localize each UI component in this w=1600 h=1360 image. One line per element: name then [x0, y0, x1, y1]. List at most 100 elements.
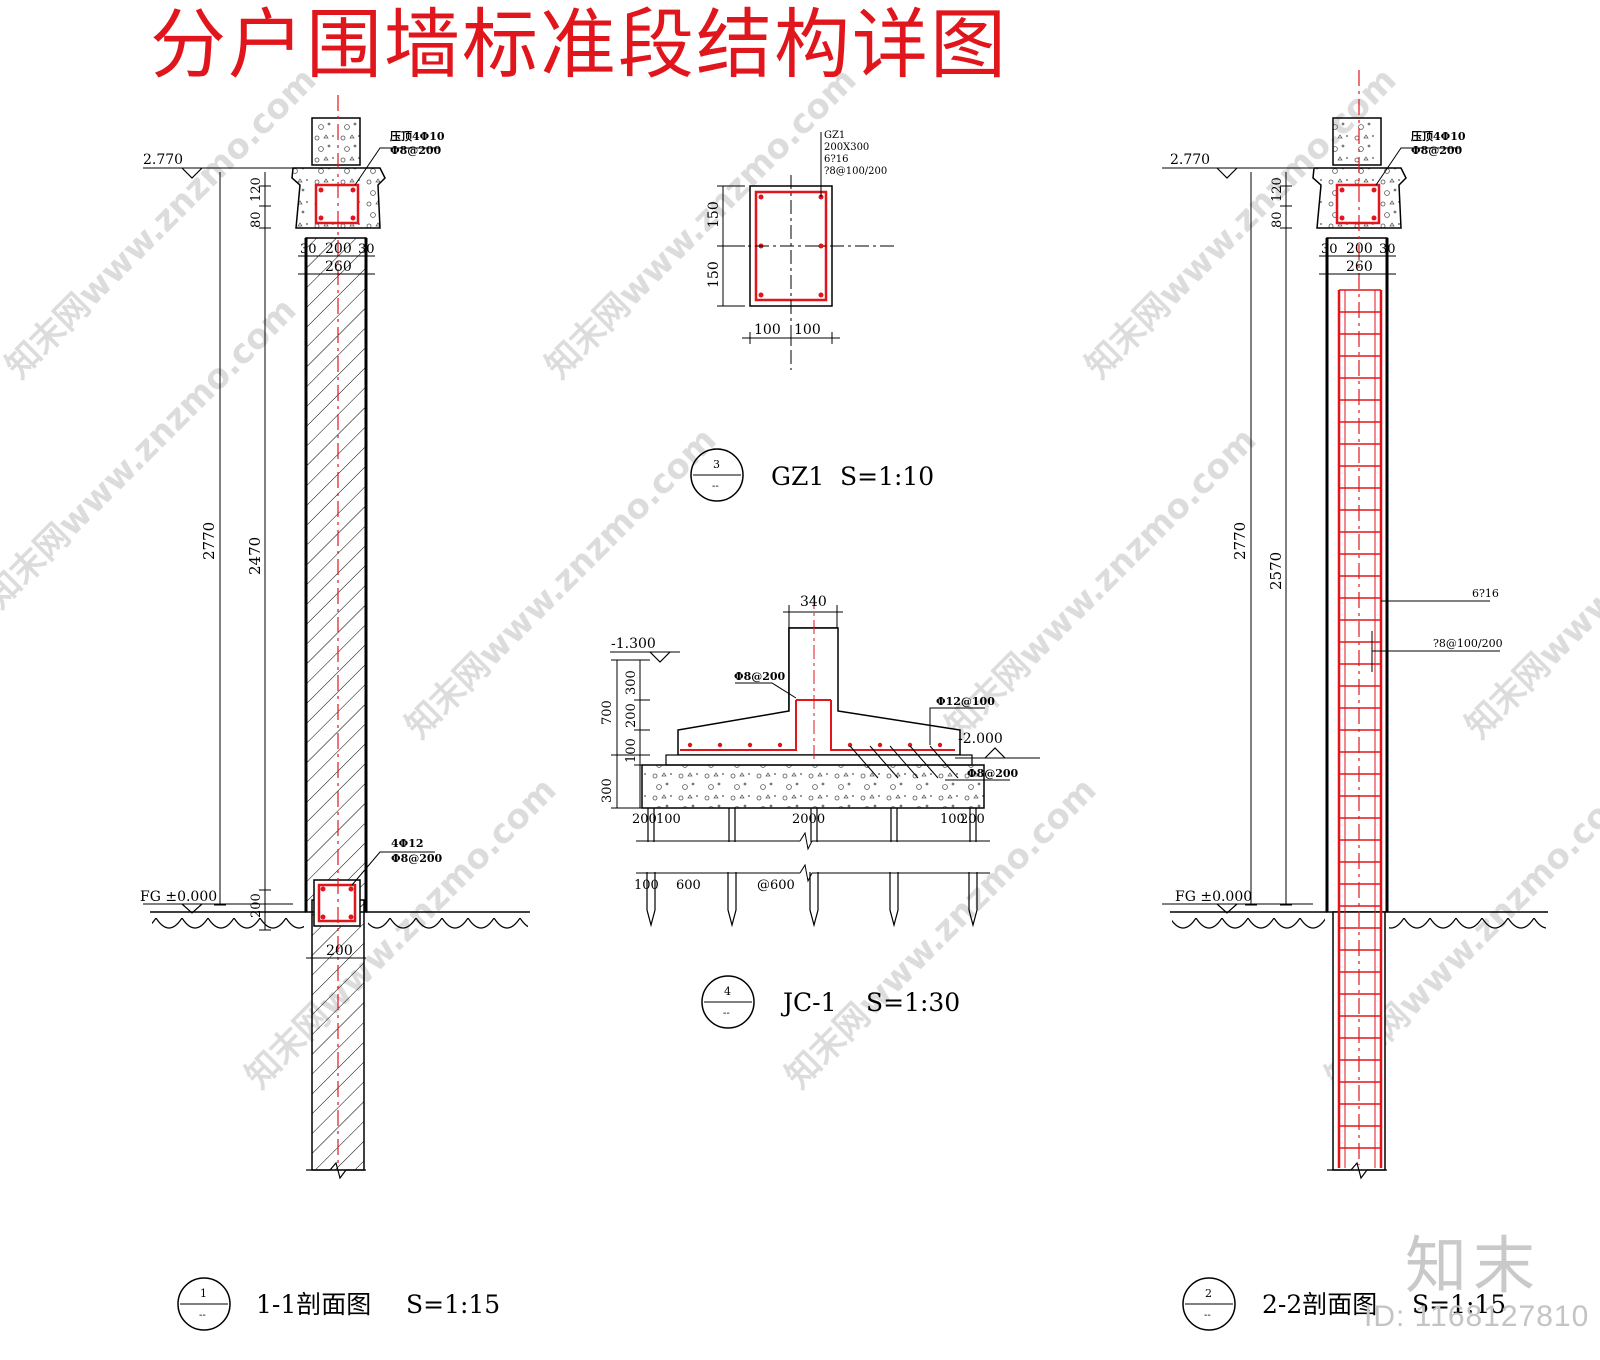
- drawing-title: 分户围墙标准段结构详图: [150, 0, 1008, 89]
- pile-tip: [646, 872, 656, 928]
- dim-top-80: 80: [249, 211, 264, 228]
- ground-hatch: [152, 913, 304, 929]
- dim-total: 2770: [1231, 522, 1249, 560]
- dim-h100: 100: [624, 738, 639, 763]
- dim-wall: 2470: [246, 537, 264, 575]
- rebar-dot: [777, 742, 783, 748]
- dim-h200: 200: [624, 703, 639, 728]
- ground-hatch: [1389, 913, 1546, 929]
- pile-tip: [809, 872, 819, 928]
- coping-post: [311, 117, 361, 166]
- watermark-text: 知末网www.znzmo.com: [238, 770, 564, 1096]
- brand-logo-text: 知末: [1405, 1229, 1542, 1302]
- svg-text:--: --: [723, 1008, 730, 1019]
- dim-h700: 700: [600, 700, 615, 725]
- elevation-top: 2.770: [1170, 152, 1210, 168]
- rebar-main-label: 6?16: [1472, 587, 1499, 600]
- rebar-dot: [847, 742, 853, 748]
- rebar-stirrups: [1339, 289, 1381, 1149]
- elevation-top: -1.300: [611, 636, 656, 652]
- gz1-label-4: ?8@100/200: [824, 166, 887, 177]
- caption-jc1: 4 -- JC-1 S=1:30: [701, 975, 960, 1029]
- rebar-dot: [907, 742, 913, 748]
- dim-w30b: 30: [358, 242, 375, 257]
- gz1-label-3: 6?16: [824, 154, 848, 165]
- dim-w260: 260: [1346, 259, 1373, 275]
- rebar-leader-ticks: [849, 745, 959, 779]
- rebar-dot: [687, 742, 693, 748]
- caption-name: GZ1: [771, 462, 824, 491]
- svg-text:--: --: [1204, 1310, 1211, 1321]
- dim-h150a: 150: [706, 201, 722, 228]
- caption-scale: S=1:10: [840, 462, 934, 491]
- image-id: ID: 1168127810: [1364, 1300, 1590, 1333]
- dim-top-80: 80: [1270, 211, 1285, 228]
- dim-h300: 300: [624, 670, 639, 695]
- leader-tick: [869, 745, 899, 779]
- dim-b100b: 100: [940, 812, 965, 827]
- leader-tick: [849, 745, 879, 779]
- leader-tick: [909, 745, 939, 779]
- leader-tick: [889, 745, 919, 779]
- elevation-top: 2.770: [143, 152, 183, 168]
- caption-number: 3: [713, 458, 720, 471]
- caption-name: 1-1剖面图: [256, 1290, 371, 1319]
- caption-section-2-2: 2 -- 2-2剖面图 S=1:15: [1182, 1277, 1506, 1331]
- section-2-2: 2.770 FG ±0.000 2770 80 120 2570 30 200 …: [1162, 70, 1548, 1331]
- footing-rebar-dots: [687, 742, 943, 748]
- rebar-dot: [877, 742, 883, 748]
- dim-b100a: 100: [656, 812, 681, 827]
- ground-hatch: [368, 913, 528, 929]
- dim-beam-width: 200: [326, 943, 353, 959]
- rebar-a: Φ8@200: [734, 670, 786, 683]
- elevation-ground: FG ±0.000: [140, 889, 217, 905]
- ground-hatch: [1172, 913, 1325, 929]
- rebar-b: Φ12@100: [936, 695, 995, 708]
- section-1-1: 2.770 FG ±0.000 2770 80 120 2470 200 30 …: [140, 95, 530, 1331]
- pile-tip: [727, 872, 737, 928]
- dim-p100: 100: [634, 878, 659, 893]
- dim-w30a: 30: [300, 242, 317, 257]
- dim-w30a: 30: [1321, 242, 1338, 257]
- rebar-top-2: Φ8@200: [390, 144, 442, 157]
- leader-tick: [929, 745, 959, 779]
- rebar-top-2: Φ8@200: [1411, 144, 1463, 157]
- footing-body: [677, 627, 961, 756]
- caption-number: 1: [200, 1287, 207, 1300]
- rebar-dot: [747, 742, 753, 748]
- rebar-stirrup-label: ?8@100/200: [1433, 637, 1503, 650]
- caption-number: 4: [724, 985, 731, 998]
- rebar-dot: [937, 742, 943, 748]
- rebar-dot: [717, 742, 723, 748]
- caption-gz1: 3 -- GZ1 S=1:10: [690, 448, 934, 502]
- caption-scale: S=1:15: [1412, 1290, 1506, 1319]
- detail-jc1: 1 340 -1.300: [600, 594, 1040, 1029]
- caption-scale: S=1:30: [866, 988, 960, 1017]
- rebar-top-1: 压顶4Φ10: [1411, 129, 1466, 143]
- dim-w30b: 30: [1379, 242, 1396, 257]
- dim-w100b: 100: [794, 322, 821, 338]
- column-body: [1326, 237, 1388, 913]
- dim-top-120: 120: [249, 177, 264, 202]
- gz1-label-1: GZ1: [824, 130, 845, 141]
- gz1-label-2: 200X300: [824, 142, 869, 153]
- dim-wall: 2570: [1267, 552, 1285, 590]
- dim-p-at600: @600: [757, 878, 795, 893]
- dim-b2000: 2000: [792, 812, 825, 827]
- dim-w200: 200: [1346, 241, 1373, 257]
- watermark-text: 知末网www.znzmo.com: [1458, 420, 1600, 746]
- dim-h300b: 300: [600, 778, 615, 803]
- coping-post: [1332, 117, 1382, 166]
- pile-tip: [889, 872, 899, 928]
- footing-base: [641, 764, 985, 809]
- dim-w260: 260: [325, 259, 352, 275]
- dim-h150b: 150: [706, 261, 722, 288]
- caption-name: JC-1: [780, 988, 837, 1017]
- dim-b200b: 200: [960, 812, 985, 827]
- dim-total: 2770: [200, 522, 218, 560]
- dim-w100a: 100: [754, 322, 781, 338]
- caption-section-1-1: 1 -- 1-1剖面图 S=1:15: [177, 1277, 500, 1331]
- wall-body: [305, 237, 367, 913]
